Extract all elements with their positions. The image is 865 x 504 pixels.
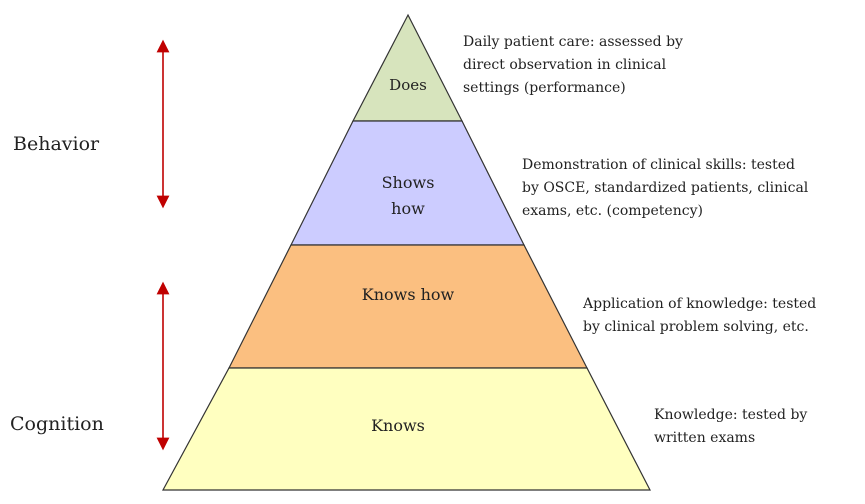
behavior-label: Behavior (13, 133, 100, 155)
level-knows-description: Knowledge: tested by written exams (654, 407, 808, 446)
cognition-label: Cognition (10, 413, 104, 435)
level-does-label: Does (389, 76, 427, 94)
level-does-description: Daily patient care: assessed by direct o… (463, 34, 683, 96)
level-knows-how-description: Application of knowledge: tested by clin… (583, 296, 817, 335)
level-shows-how-description: Demonstration of clinical skills: tested… (522, 157, 809, 219)
level-knows-shape (161, 367, 651, 491)
level-shows-how-label: Shows how (381, 173, 435, 218)
level-knows-how-shape (228, 244, 588, 369)
level-knows-label: Knows (371, 416, 425, 435)
level-knows-how-label: Knows how (361, 285, 455, 304)
level-does-shape (352, 13, 463, 122)
